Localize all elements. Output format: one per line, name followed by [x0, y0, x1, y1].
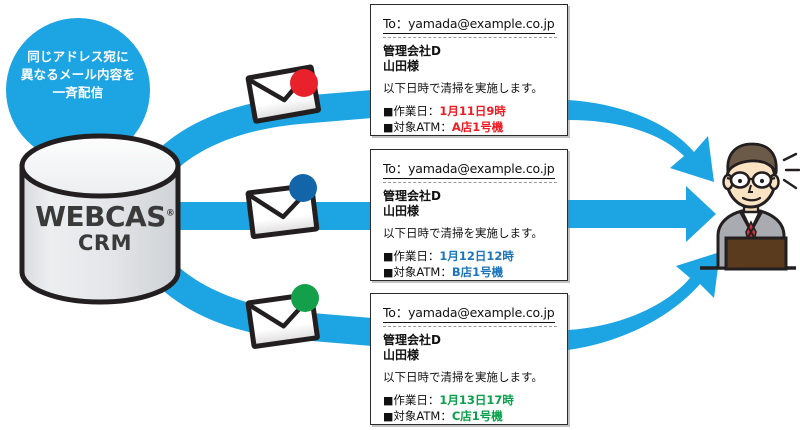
mail-detail-label: 作業日： — [393, 392, 440, 407]
mail-detail-row: ■作業日：1月11日9時 — [383, 104, 557, 120]
callout-circle — [6, 18, 150, 162]
mail-detail-value: 1月11日9時 — [439, 103, 506, 118]
mail-divider — [383, 182, 557, 183]
mail-card: To：yamada@example.co.jp 管理会社D 山田様 以下日時で清… — [370, 4, 568, 136]
mail-details: ■作業日：1月11日9時 ■対象ATM：A店1号機 — [383, 104, 557, 136]
mail-detail-row: ■対象ATM：B店1号機 — [383, 265, 557, 281]
bullet-square-icon: ■ — [383, 104, 394, 118]
mail-to-address: yamada@example.co.jp — [408, 161, 555, 176]
mail-to-label: To： — [383, 305, 409, 320]
mail-detail-value: 1月12日12時 — [439, 248, 514, 263]
mail-card: To：yamada@example.co.jp 管理会社D 山田様 以下日時で清… — [370, 149, 568, 281]
mail-detail-value: 1月13日17時 — [439, 392, 514, 407]
mail-to-line: To：yamada@example.co.jp — [383, 302, 555, 323]
mail-person: 山田様 — [383, 204, 420, 218]
mail-body: 以下日時で清掃を実施します。 — [383, 81, 543, 95]
mail-to-address: yamada@example.co.jp — [408, 16, 555, 31]
status-dot-green — [291, 284, 319, 312]
bullet-square-icon: ■ — [383, 265, 394, 279]
mail-company: 管理会社D — [383, 44, 441, 58]
mail-detail-value: A店1号機 — [451, 119, 504, 134]
arrow-card-3-to-person — [568, 252, 720, 350]
arrow-card-2-to-person — [568, 186, 716, 242]
mail-detail-label: 作業日： — [393, 103, 440, 118]
mail-detail-row: ■対象ATM：C店1号機 — [383, 409, 557, 425]
recipient-person — [700, 142, 800, 271]
mail-company: 管理会社D — [383, 333, 441, 347]
mail-divider — [383, 326, 557, 327]
mail-detail-row: ■対象ATM：A店1号機 — [383, 120, 557, 136]
mail-card: To：yamada@example.co.jp 管理会社D 山田様 以下日時で清… — [370, 293, 568, 425]
mail-to-line: To：yamada@example.co.jp — [383, 13, 555, 34]
bullet-square-icon: ■ — [383, 120, 394, 134]
bullet-square-icon: ■ — [383, 409, 394, 423]
database-cylinder — [19, 133, 181, 305]
mail-company: 管理会社D — [383, 189, 441, 203]
mail-body: 以下日時で清掃を実施します。 — [383, 226, 543, 240]
mail-details: ■作業日：1月13日17時 ■対象ATM：C店1号機 — [383, 393, 557, 425]
mail-person: 山田様 — [383, 59, 420, 73]
mail-body: 以下日時で清掃を実施します。 — [383, 370, 543, 384]
arrow-card-1-to-person — [568, 100, 714, 182]
mail-divider — [383, 37, 557, 38]
mail-detail-value: B店1号機 — [451, 264, 504, 279]
mail-to-label: To： — [383, 16, 409, 31]
mail-detail-value: C店1号機 — [451, 408, 503, 423]
mail-detail-row: ■作業日：1月12日12時 — [383, 249, 557, 265]
mail-person: 山田様 — [383, 348, 420, 362]
mail-to-line: To：yamada@example.co.jp — [383, 158, 555, 179]
mail-detail-label: 対象ATM： — [393, 408, 452, 423]
status-dot-blue — [289, 174, 317, 202]
mail-details: ■作業日：1月12日12時 ■対象ATM：B店1号機 — [383, 249, 557, 281]
mail-detail-label: 作業日： — [393, 248, 440, 263]
mail-detail-row: ■作業日：1月13日17時 — [383, 393, 557, 409]
mail-to-label: To： — [383, 161, 409, 176]
bullet-square-icon: ■ — [383, 393, 394, 407]
status-dot-red — [290, 69, 318, 97]
bullet-square-icon: ■ — [383, 249, 394, 263]
mail-detail-label: 対象ATM： — [393, 264, 452, 279]
mail-detail-label: 対象ATM： — [393, 119, 452, 134]
mail-to-address: yamada@example.co.jp — [408, 305, 555, 320]
